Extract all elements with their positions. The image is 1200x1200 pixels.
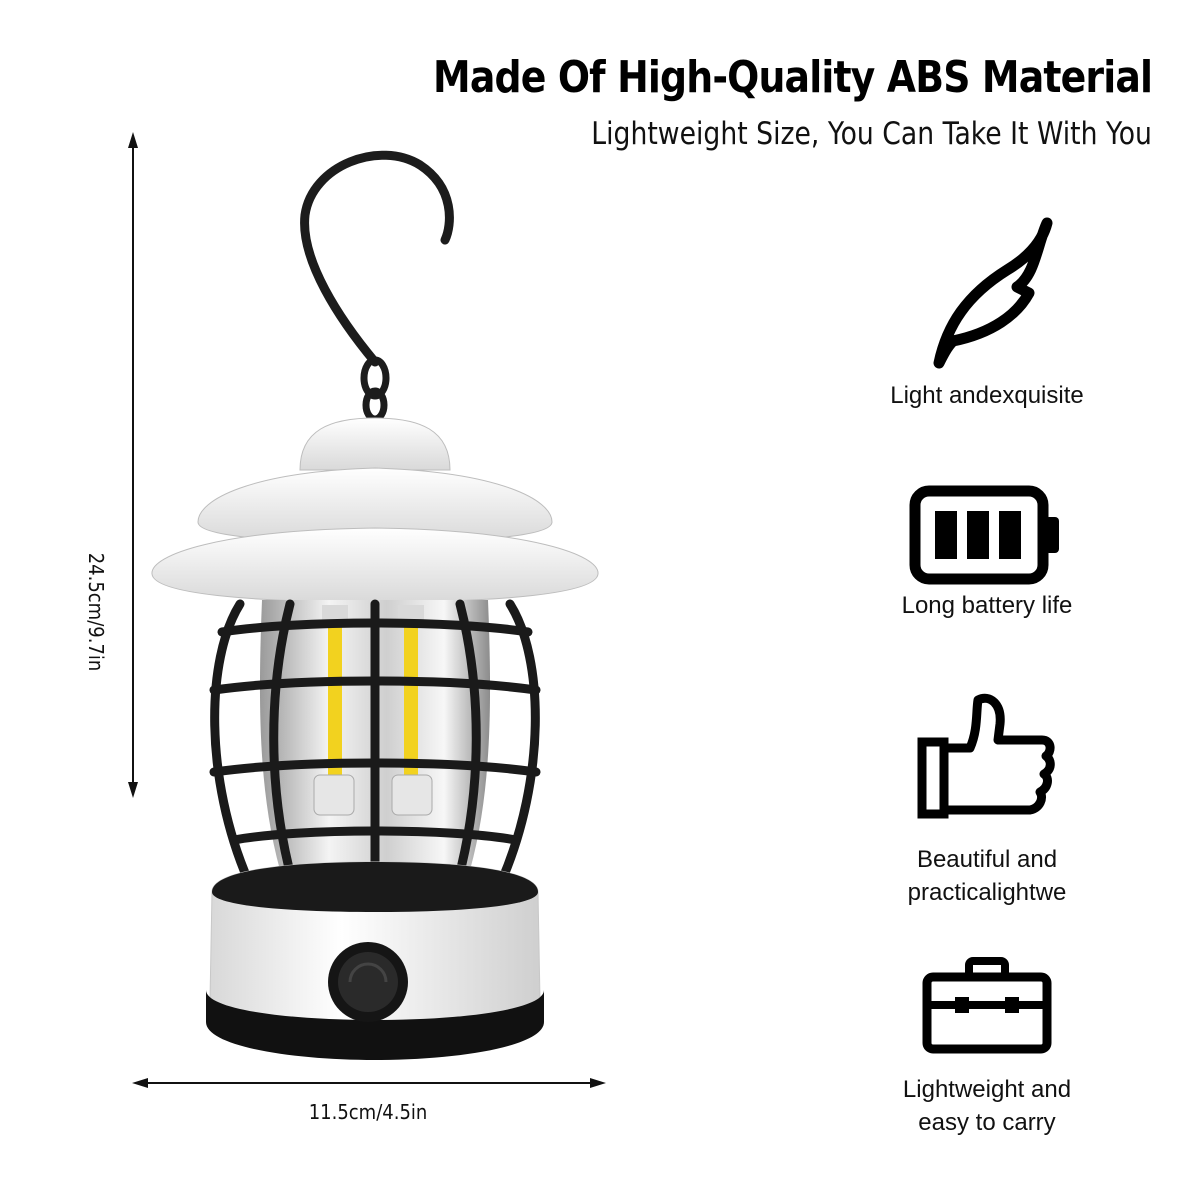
- feature-label: Long battery life: [901, 592, 1073, 619]
- feature-label: Lightweight and easy to carry: [857, 1073, 1117, 1139]
- height-dimension-line: [128, 132, 138, 798]
- feature-label: Light andexquisite: [890, 382, 1084, 409]
- feature-label: Beautiful and practicalightwe: [857, 843, 1117, 909]
- width-dimension-line: [132, 1078, 606, 1088]
- feature-easy-carry: Lightweight and easy to carry: [857, 955, 1117, 1139]
- feature-label-line: Beautiful and: [916, 846, 1058, 873]
- thumbs-up-icon: [917, 693, 1055, 819]
- lantern-base-ring: [212, 862, 538, 912]
- width-dimension-label: 11.5cm/4.5in: [308, 1100, 428, 1124]
- lantern-top-cap: [299, 417, 451, 471]
- led-light-strips: [313, 605, 433, 816]
- height-dimension-label: 24.5cm/9.7in: [84, 552, 108, 672]
- lantern-cage: [209, 599, 541, 885]
- toolbox-icon: [922, 957, 1052, 1054]
- feature-label-line: practicalightwe: [907, 879, 1067, 906]
- lantern-product-image: [128, 132, 606, 1088]
- lantern-lower-shade: [151, 527, 599, 603]
- lantern-rubber-foot: [206, 990, 544, 1060]
- hanging-hook: [300, 150, 454, 423]
- battery-icon: [909, 485, 1059, 585]
- feature-label-line: easy to carry: [918, 1109, 1056, 1136]
- feature-label-line: Lightweight and: [902, 1076, 1072, 1103]
- feature-battery-life: Long battery life: [857, 485, 1117, 622]
- feature-light-exquisite: Light andexquisite: [857, 215, 1117, 412]
- feature-beautiful-practical: Beautiful and practicalightwe: [857, 690, 1117, 909]
- feather-icon: [933, 217, 1053, 369]
- page-subtitle: Lightweight Size, You Can Take It With Y…: [591, 116, 1152, 152]
- page-title: Made Of High-Quality ABS Material: [432, 52, 1153, 103]
- power-knob: [328, 942, 408, 1022]
